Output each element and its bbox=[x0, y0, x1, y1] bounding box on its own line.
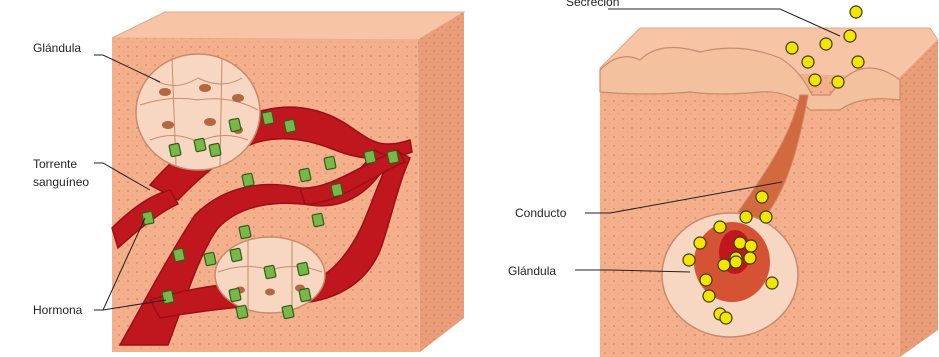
secretion-marker bbox=[745, 240, 757, 252]
label-bloodstream-line2: sanguíneo bbox=[33, 175, 89, 189]
hormone-marker bbox=[282, 305, 294, 319]
hormone-marker bbox=[162, 290, 174, 304]
secretion-marker bbox=[718, 259, 730, 271]
hormone-marker bbox=[236, 305, 248, 319]
secretion-marker bbox=[832, 76, 844, 88]
secretion-marker bbox=[809, 74, 821, 86]
hormone-marker bbox=[229, 288, 241, 302]
left-block-top bbox=[112, 12, 464, 40]
hormone-marker bbox=[264, 265, 276, 279]
hormone-marker bbox=[387, 150, 399, 164]
secretion-marker bbox=[714, 221, 726, 233]
label-hormone: Hormona bbox=[33, 303, 82, 317]
hormone-marker bbox=[324, 156, 336, 170]
right-block-side bbox=[900, 40, 938, 357]
hormone-marker bbox=[312, 213, 324, 227]
hormone-marker bbox=[299, 288, 311, 302]
hormone-marker bbox=[230, 248, 242, 262]
secretion-marker bbox=[683, 254, 695, 266]
label-duct: Conducto bbox=[515, 206, 566, 220]
secretion-marker bbox=[844, 30, 856, 42]
secretion-marker bbox=[766, 277, 778, 289]
hormone-marker bbox=[242, 173, 254, 187]
label-secretion: Secreción bbox=[566, 0, 619, 9]
secretion-marker bbox=[740, 211, 752, 223]
secretion-marker bbox=[694, 237, 706, 249]
secretion-marker bbox=[734, 237, 746, 249]
hormone-marker bbox=[364, 150, 376, 164]
secretion-marker bbox=[852, 56, 864, 68]
left-block-side bbox=[418, 12, 464, 352]
label-bloodstream-line1: Torrente bbox=[33, 157, 77, 171]
hormone-marker bbox=[229, 118, 241, 132]
secretion-marker bbox=[786, 42, 798, 54]
secretion-marker bbox=[720, 312, 732, 324]
hormone-marker bbox=[297, 262, 309, 276]
secretion-marker bbox=[703, 290, 715, 302]
hormone-marker bbox=[194, 138, 206, 152]
secretion-marker bbox=[760, 211, 772, 223]
label-gland-left: Glándula bbox=[33, 41, 81, 55]
secretion-marker bbox=[730, 256, 742, 268]
label-gland-right: Glándula bbox=[508, 264, 556, 278]
hormone-marker bbox=[173, 248, 185, 262]
secretion-marker bbox=[756, 191, 768, 203]
secretion-marker bbox=[744, 252, 756, 264]
hormone-marker bbox=[284, 119, 296, 133]
hormone-marker bbox=[331, 183, 343, 197]
hormone-marker bbox=[204, 252, 216, 266]
left-gland-cluster bbox=[136, 54, 260, 170]
secretion-marker bbox=[850, 6, 862, 18]
hormone-marker bbox=[169, 143, 181, 157]
hormone-marker bbox=[142, 211, 154, 225]
secretion-marker bbox=[820, 38, 832, 50]
hormone-marker bbox=[209, 143, 221, 157]
hormone-marker bbox=[262, 111, 274, 125]
secretion-marker bbox=[802, 56, 814, 68]
hormone-marker bbox=[299, 168, 311, 182]
hormone-marker bbox=[239, 225, 251, 239]
secretion-marker bbox=[700, 274, 712, 286]
